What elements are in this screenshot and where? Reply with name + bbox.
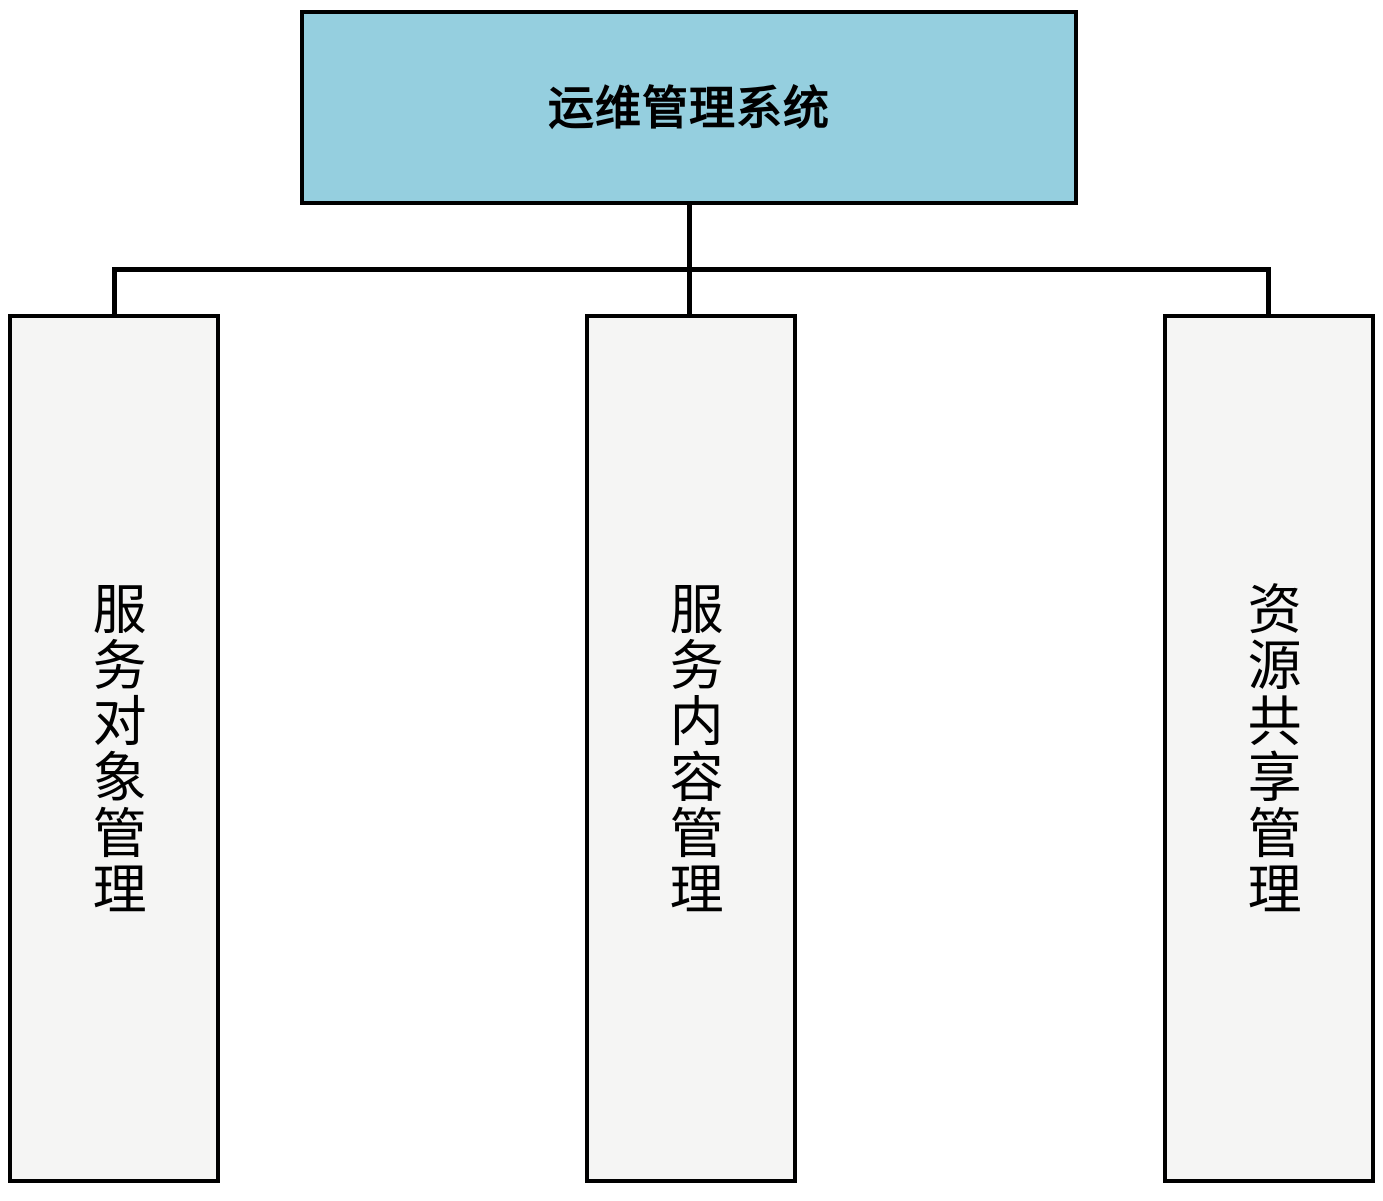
child-node-label: 资源共享管理 <box>1239 580 1300 917</box>
connector-drop-to-child-2 <box>687 267 692 319</box>
connector-drop-to-child-1 <box>112 267 117 317</box>
root-node-label: 运维管理系统 <box>548 81 830 134</box>
child-node-label: 服务对象管理 <box>84 580 145 917</box>
child-node-label: 服务内容管理 <box>661 580 722 917</box>
child-node-resource-sharing-management[interactable]: 资源共享管理 <box>1163 314 1375 1183</box>
root-node-operations-management-system[interactable]: 运维管理系统 <box>300 10 1078 205</box>
connector-root-to-bus <box>687 205 692 272</box>
connector-drop-to-child-3 <box>1266 267 1271 317</box>
child-node-service-content-management[interactable]: 服务内容管理 <box>585 314 797 1183</box>
child-node-service-object-management[interactable]: 服务对象管理 <box>8 314 220 1183</box>
